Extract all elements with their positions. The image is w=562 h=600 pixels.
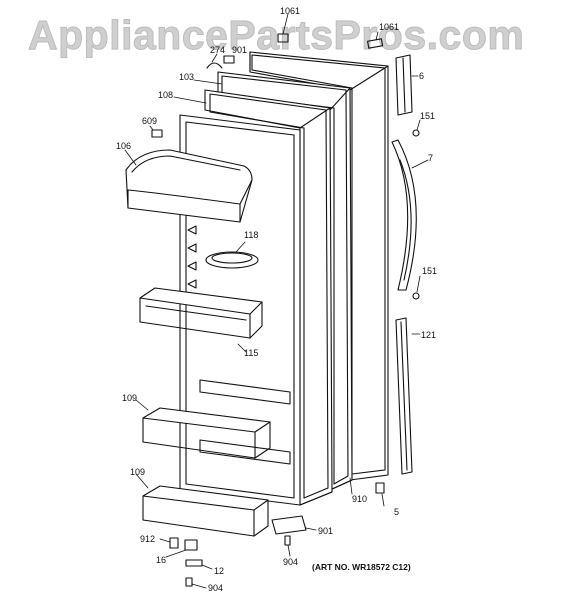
- callout-151-bottom: 151: [422, 266, 438, 276]
- callout-109-upper: 109: [122, 393, 138, 403]
- watermark: AppliancePartsPros.com: [27, 12, 525, 59]
- callout-274: 274: [210, 45, 226, 55]
- callout-118: 118: [244, 230, 259, 240]
- callout-901-bottom: 901: [318, 526, 334, 536]
- callout-6: 6: [419, 71, 425, 81]
- screws: [412, 129, 420, 300]
- handle-trim-bottom: [395, 317, 413, 475]
- door-shelf-upper: [142, 407, 271, 459]
- door-shelf-bin: [139, 287, 263, 339]
- callout-106: 106: [116, 141, 132, 151]
- callout-151-top: 151: [420, 111, 436, 121]
- callout-912: 912: [140, 534, 156, 544]
- art-number: (ART NO. WR18572 C12): [312, 562, 411, 572]
- callout-7: 7: [428, 153, 434, 163]
- callout-16: 16: [156, 555, 167, 565]
- dairy-compartment: [125, 149, 253, 223]
- callout-109-lower: 109: [130, 467, 146, 477]
- callout-1061: 1061: [280, 6, 301, 16]
- callout-910: 910: [352, 494, 368, 504]
- callout-5: 5: [394, 507, 400, 517]
- egg-tray: [205, 251, 259, 269]
- small-bottom-parts: [169, 482, 385, 587]
- callout-12: 12: [214, 566, 225, 576]
- callout-609: 609: [142, 116, 158, 126]
- hinge-parts: [151, 33, 384, 138]
- callout-121: 121: [421, 330, 437, 340]
- callout-901-top: 901: [232, 45, 248, 55]
- callout-103: 103: [179, 72, 195, 82]
- door-shelf-lower: [142, 485, 269, 537]
- callout-904-right: 904: [283, 557, 299, 567]
- callout-108: 108: [158, 90, 174, 100]
- leader-lines: [124, 13, 429, 589]
- handle-trim-top: [395, 54, 413, 116]
- callout-115: 115: [244, 348, 259, 358]
- callout-1061-b: 1061: [379, 22, 400, 32]
- door-handle: [391, 139, 417, 291]
- callout-904-left: 904: [208, 583, 224, 593]
